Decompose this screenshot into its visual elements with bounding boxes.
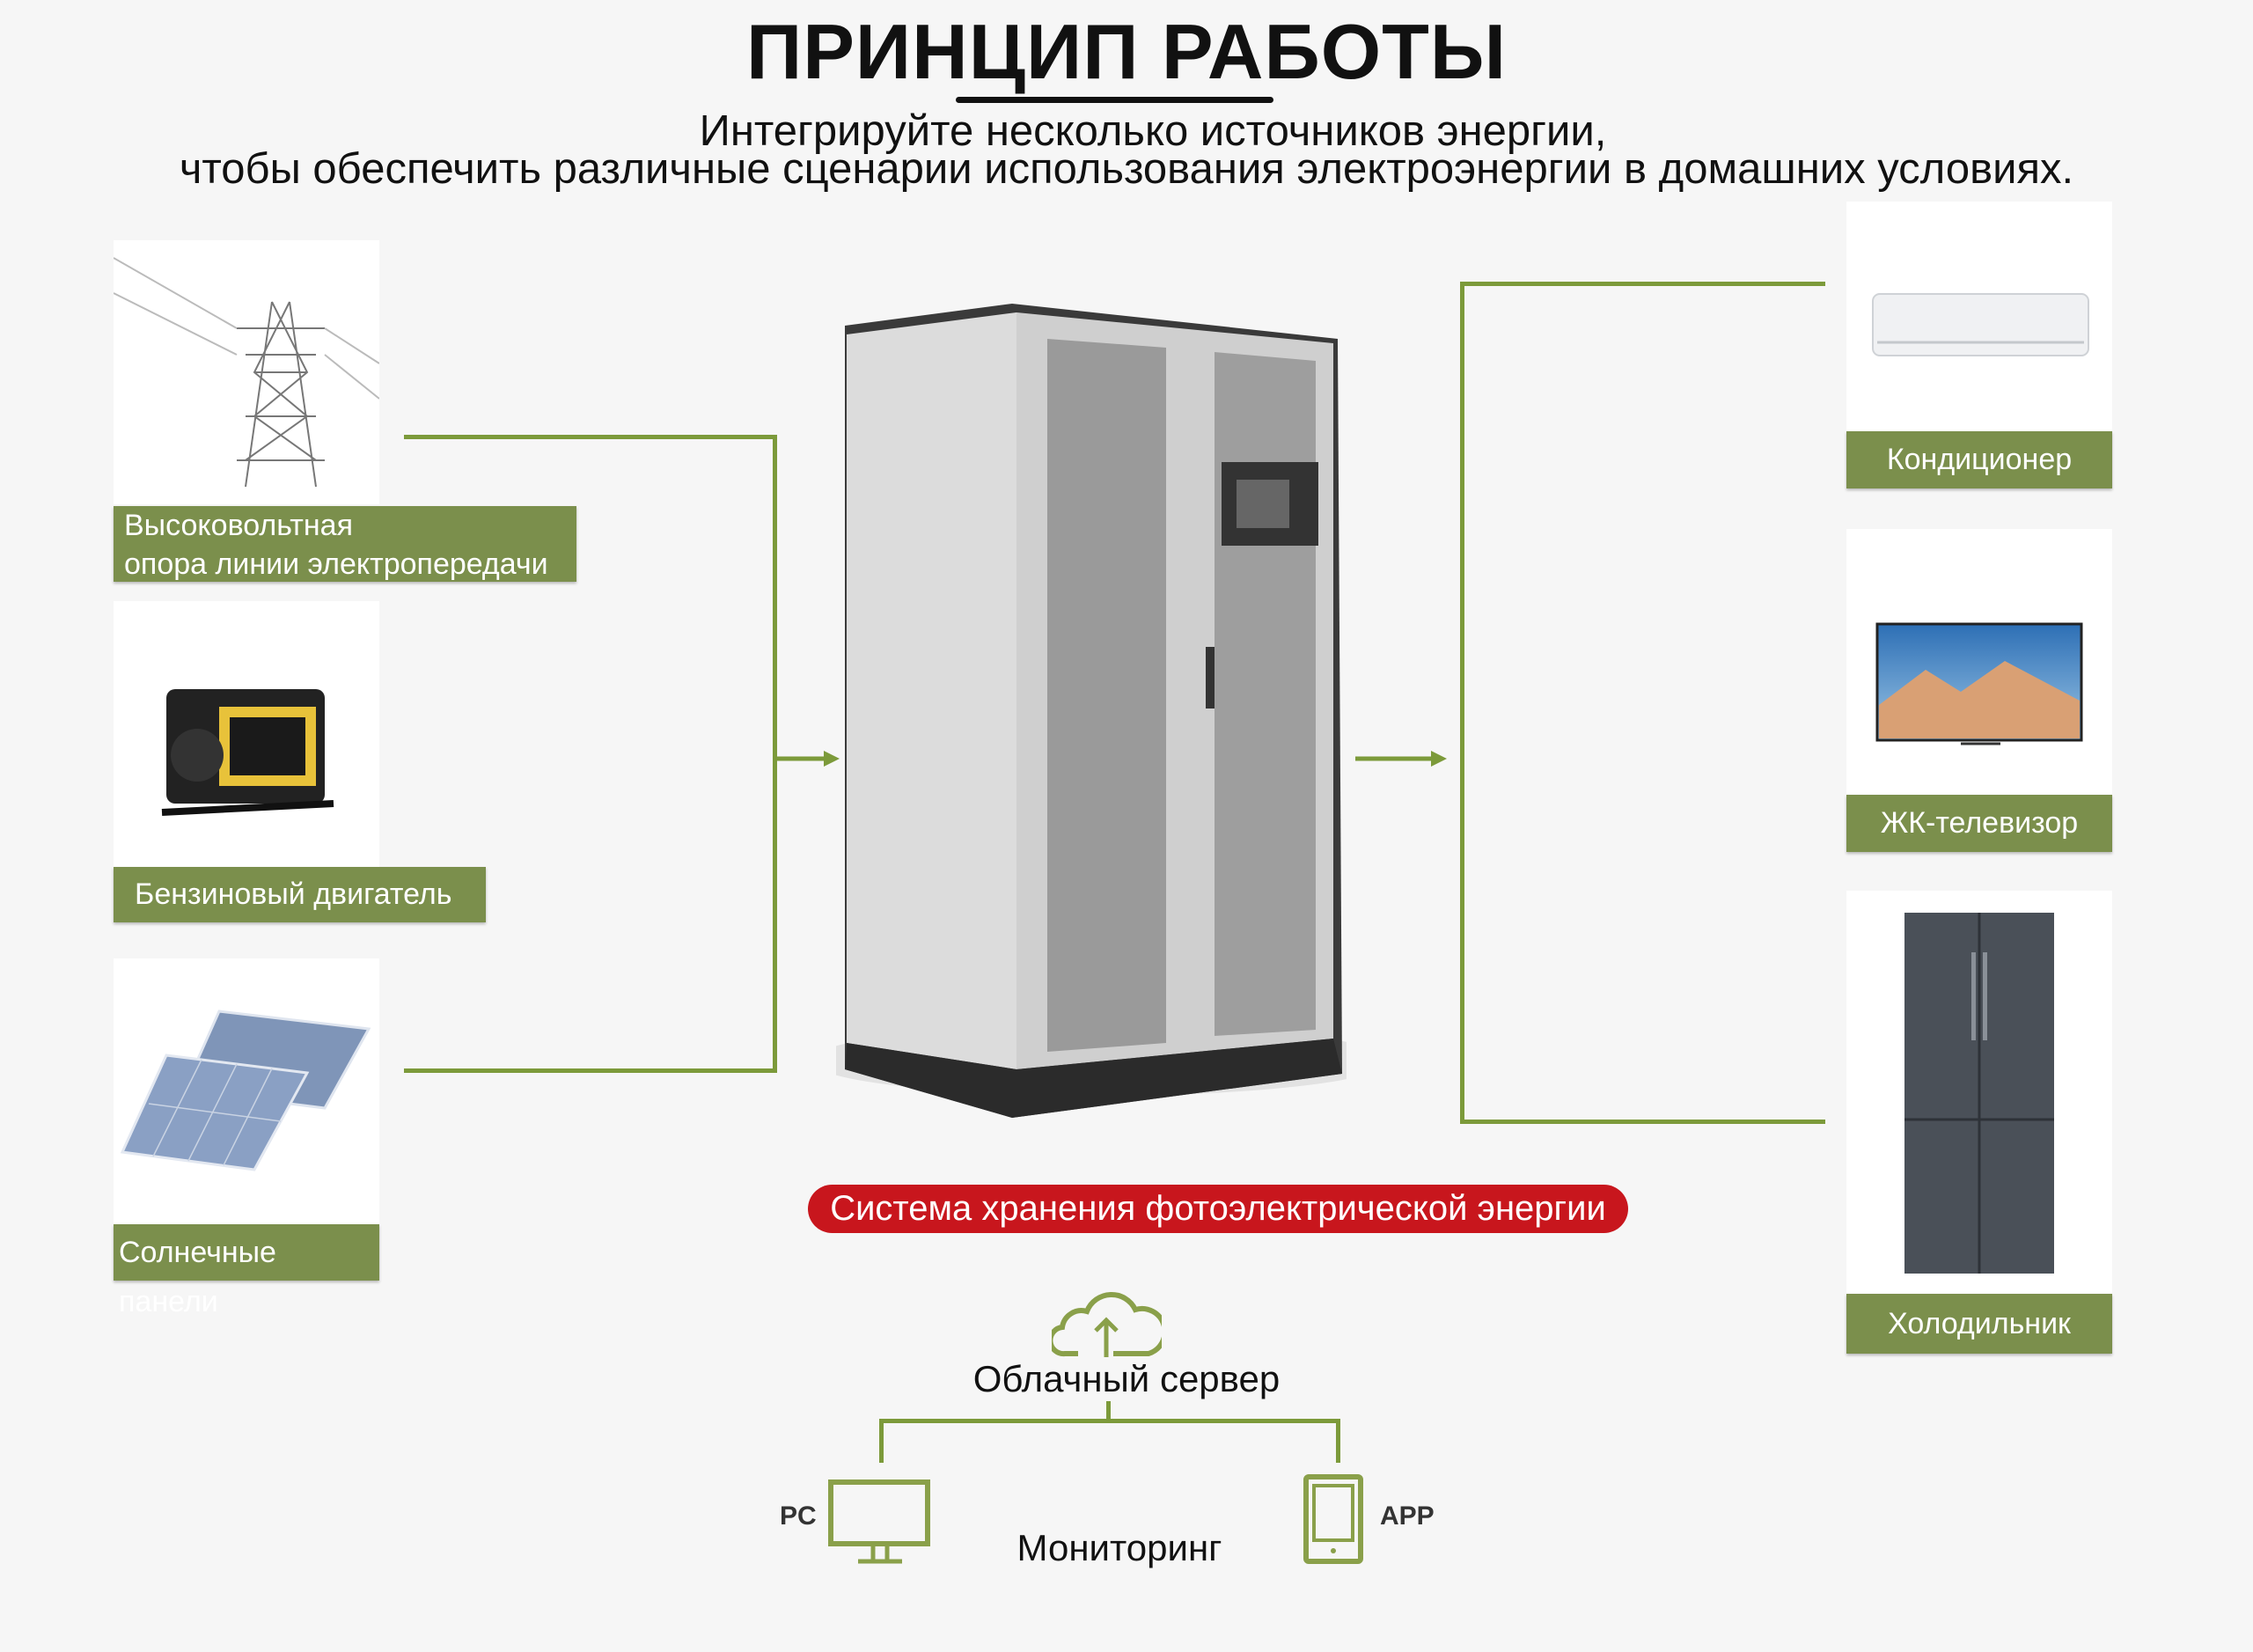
connector-line (1460, 282, 1464, 1124)
load-label-lcd-tv: ЖК-телевизор (1846, 795, 2112, 852)
page-title: ПРИНЦИП РАБОТЫ (745, 8, 1508, 95)
solar-panels-icon (120, 1010, 371, 1171)
connector-line (404, 1068, 777, 1073)
refrigerator-image (1846, 891, 2112, 1294)
connector-line (1106, 1401, 1111, 1422)
power-tower-icon (114, 257, 379, 488)
connector-line (879, 1419, 884, 1463)
connector-line (773, 435, 777, 1073)
source-label-generator: Бензиновый двигатель (114, 867, 486, 922)
tablet-app-icon (1303, 1474, 1363, 1564)
load-label-air-conditioner: Кондиционер (1846, 431, 2112, 488)
source-label-solar: Солнечные панели (114, 1224, 379, 1318)
app-label: APP (1380, 1501, 1435, 1531)
connector-line (879, 1419, 1340, 1423)
generator-image (114, 601, 379, 867)
refrigerator-icon (1904, 913, 2054, 1274)
subtitle-line-1: Интегрируйте несколько источников энерги… (699, 107, 1607, 155)
connector-line (1336, 1419, 1340, 1463)
cloud-server-label: Облачный сервер (972, 1358, 1281, 1399)
power-tower-image (114, 240, 379, 504)
cloud-upload-icon (1052, 1291, 1162, 1357)
pc-label: PC (780, 1501, 817, 1531)
lcd-tv-icon (1875, 622, 2083, 745)
source-label-power-tower: Высоковольтная опора линии электропереда… (114, 506, 576, 582)
air-conditioner-icon (1872, 293, 2089, 356)
pc-monitor-icon (828, 1479, 930, 1564)
monitoring-label: Мониторинг (1016, 1527, 1222, 1568)
label-line-2: опора линии электропередачи (124, 547, 548, 581)
load-label-refrigerator: Холодильник (1846, 1294, 2112, 1354)
generator-icon (161, 689, 334, 816)
air-conditioner-image (1846, 202, 2112, 431)
storage-cabinet-image (836, 304, 1347, 1118)
arrow-right-icon (774, 751, 840, 767)
solar-panels-image (114, 958, 379, 1224)
connector-line (1460, 282, 1825, 286)
subtitle-line-2: чтобы обеспечить различные сценарии испо… (179, 145, 2074, 193)
connector-line (1460, 1120, 1825, 1124)
arrow-right-icon (1355, 751, 1447, 767)
label-line-1: Высоковольтная (124, 509, 353, 542)
connector-line (404, 435, 777, 439)
title-underline (956, 97, 1273, 103)
lcd-tv-image (1846, 529, 2112, 795)
system-label: Система хранения фотоэлектрической энерг… (808, 1185, 1628, 1233)
